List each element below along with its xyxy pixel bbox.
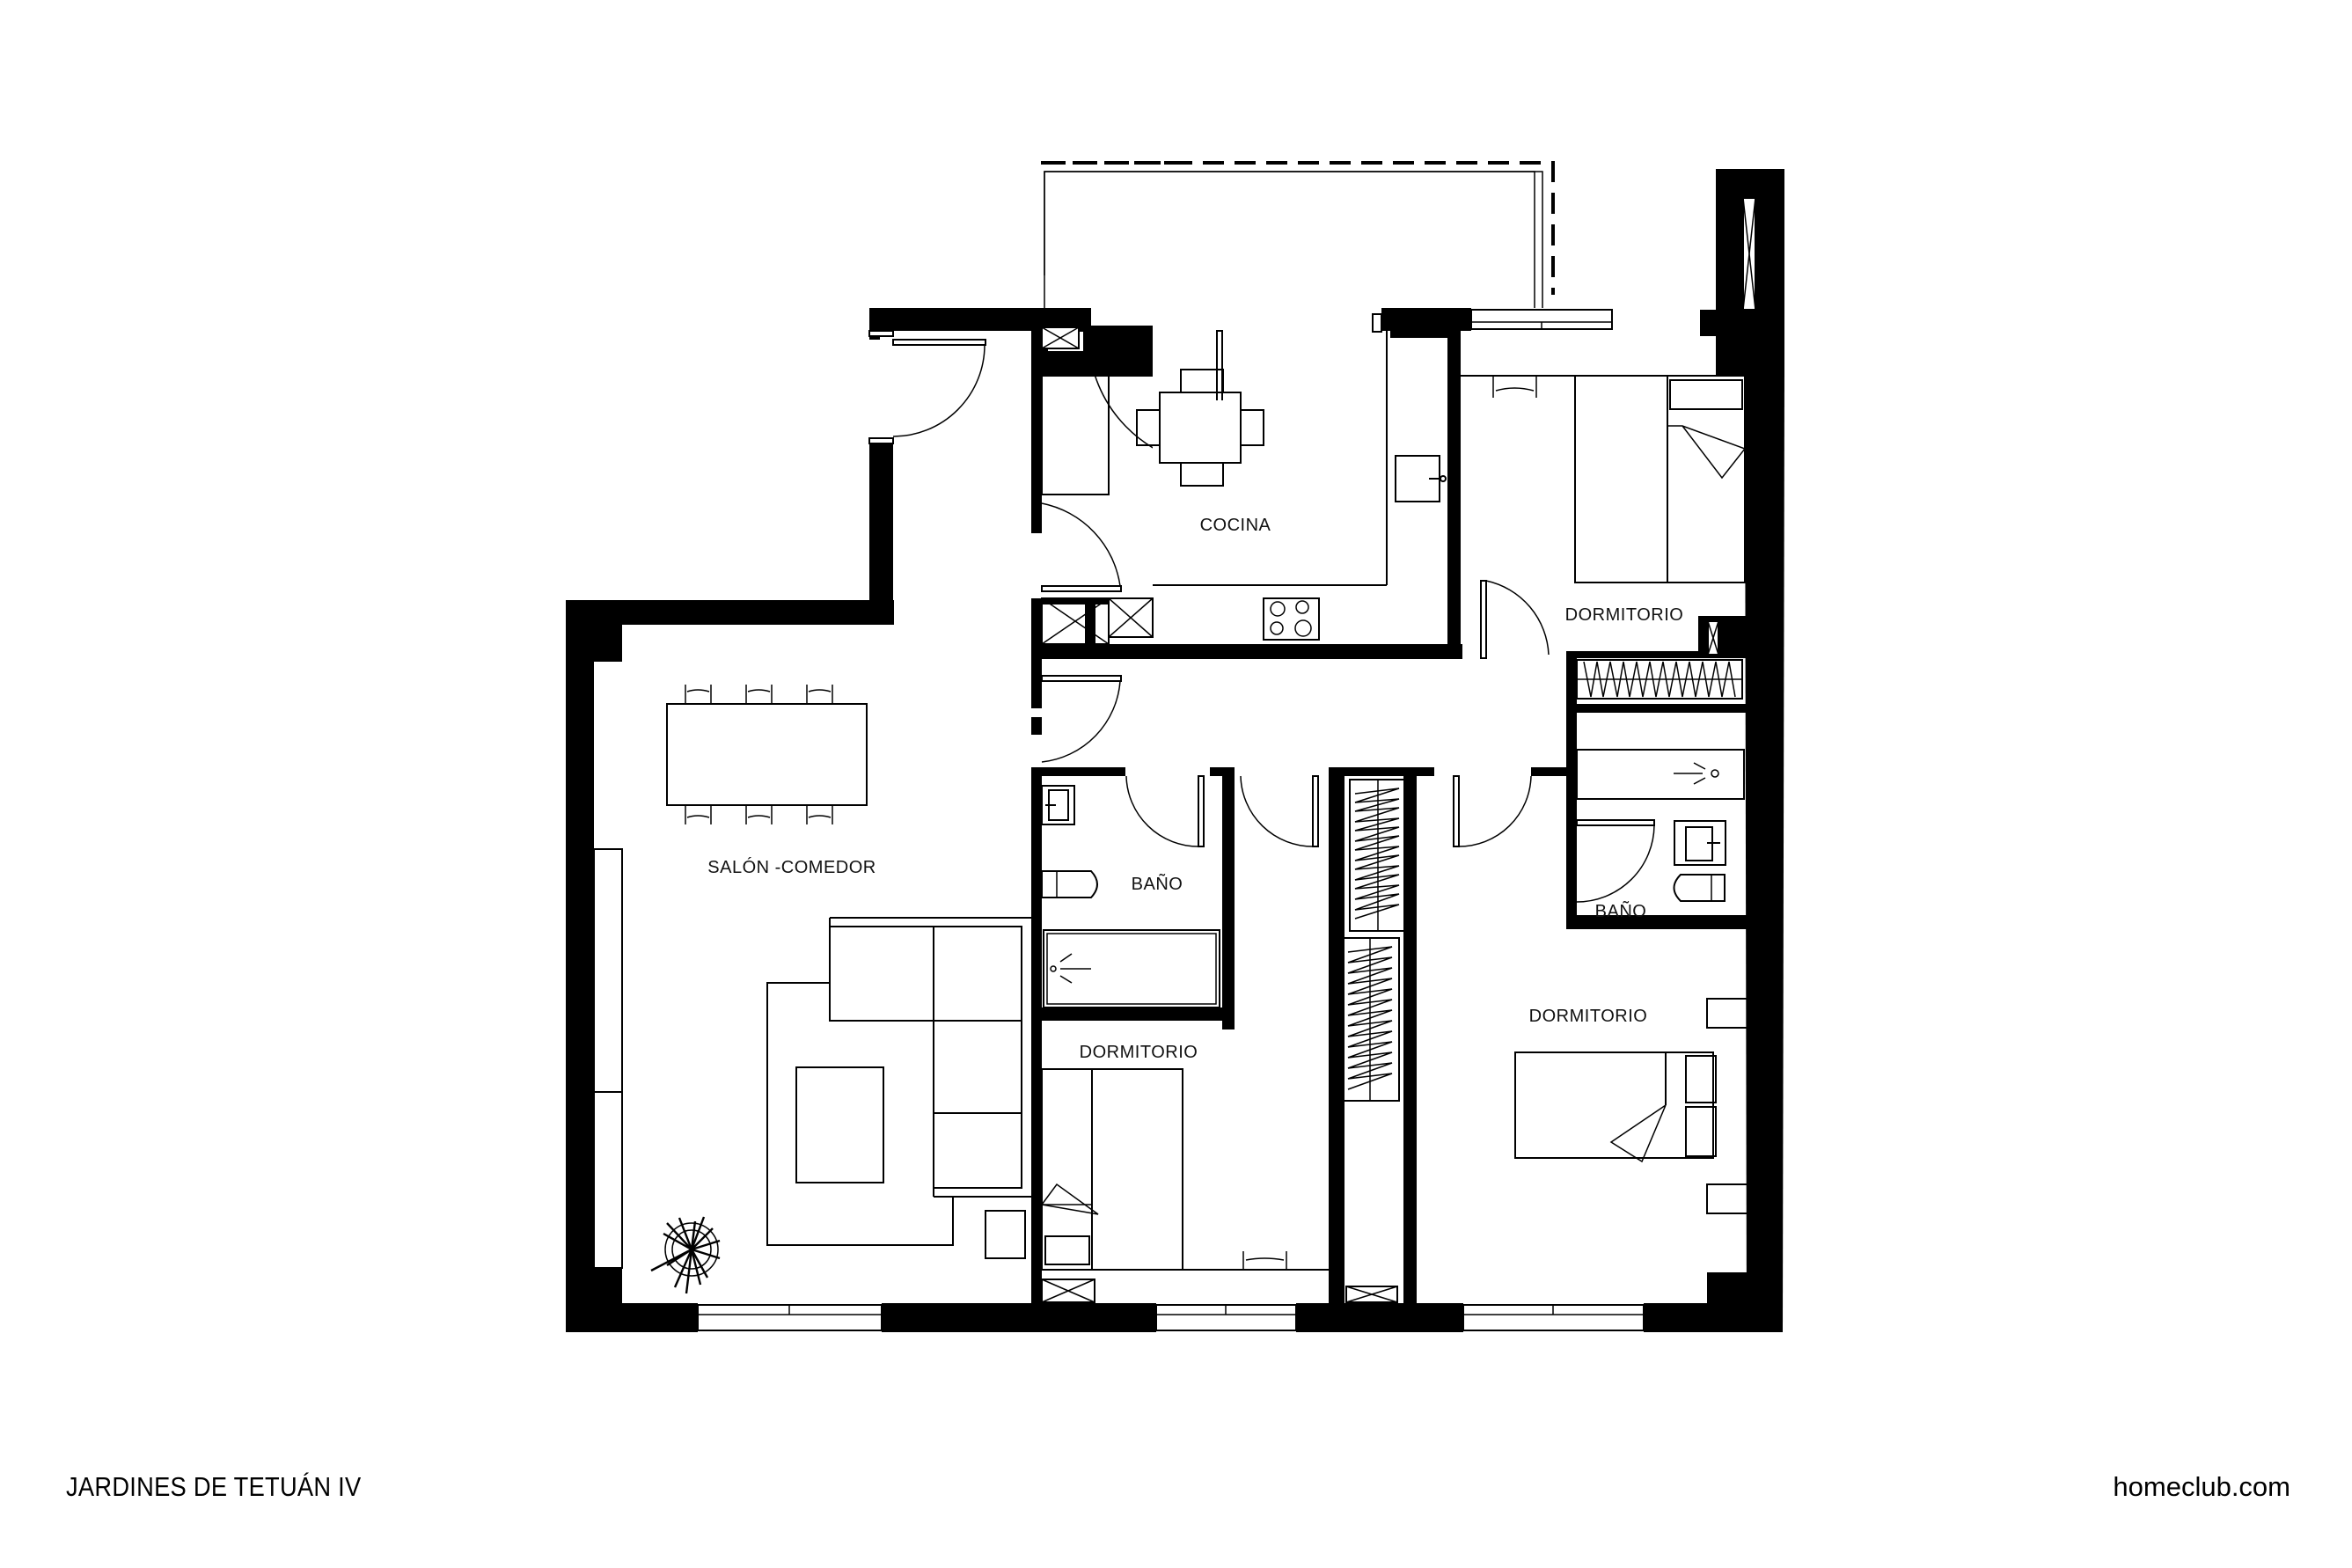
dining-chair-icon (685, 685, 833, 824)
balcony-wall-stubs (1372, 313, 1382, 333)
kitchen-sink-icon (1153, 331, 1447, 586)
bedroom-1-furniture (1461, 375, 1747, 583)
website-link[interactable]: homeclub.com (2113, 1471, 2290, 1502)
room-label-bano-1: BAÑO (1132, 873, 1183, 894)
project-name: JARDINES DE TETUÁN IV (66, 1471, 362, 1502)
room-label-salon: SALÓN -COMEDOR (707, 857, 876, 877)
cooktop-icon (1263, 597, 1320, 641)
coffee-table-icon (795, 1066, 884, 1183)
rug-icon (766, 982, 954, 1246)
bedroom-3-furniture (1514, 998, 1749, 1214)
kitchen-counter (1041, 597, 1154, 645)
kitchen-dining-table-icon (1136, 369, 1264, 487)
bedroom-2-furniture (1041, 1068, 1329, 1303)
kitchen-storage (1041, 367, 1110, 495)
washbasin-icon (1674, 820, 1726, 866)
bathtub-icon (1043, 929, 1220, 1008)
doors (892, 330, 1655, 903)
plant-icon (650, 1216, 721, 1294)
room-label-dormitorio-2: DORMITORIO (1080, 1043, 1198, 1062)
washbasin-icon (1041, 785, 1075, 825)
dining-table-icon (666, 685, 868, 824)
wardrobe-icon (1342, 779, 1407, 1303)
room-label-dormitorio-3: DORMITORIO (1529, 1007, 1648, 1026)
toilet-icon (1673, 874, 1726, 902)
wardrobe-icon (1576, 659, 1743, 700)
side-table-icon (985, 1210, 1026, 1259)
terrace-outline (1044, 161, 1555, 308)
sofa-icon (829, 917, 1031, 1198)
room-label-bano-2: BAÑO (1595, 900, 1647, 921)
bathtub-icon (1576, 749, 1745, 800)
room-label-cocina: COCINA (1200, 516, 1271, 535)
wall-structure (566, 169, 1784, 1332)
toilet-icon (1041, 870, 1098, 898)
room-label-dormitorio-1: DORMITORIO (1565, 605, 1684, 625)
